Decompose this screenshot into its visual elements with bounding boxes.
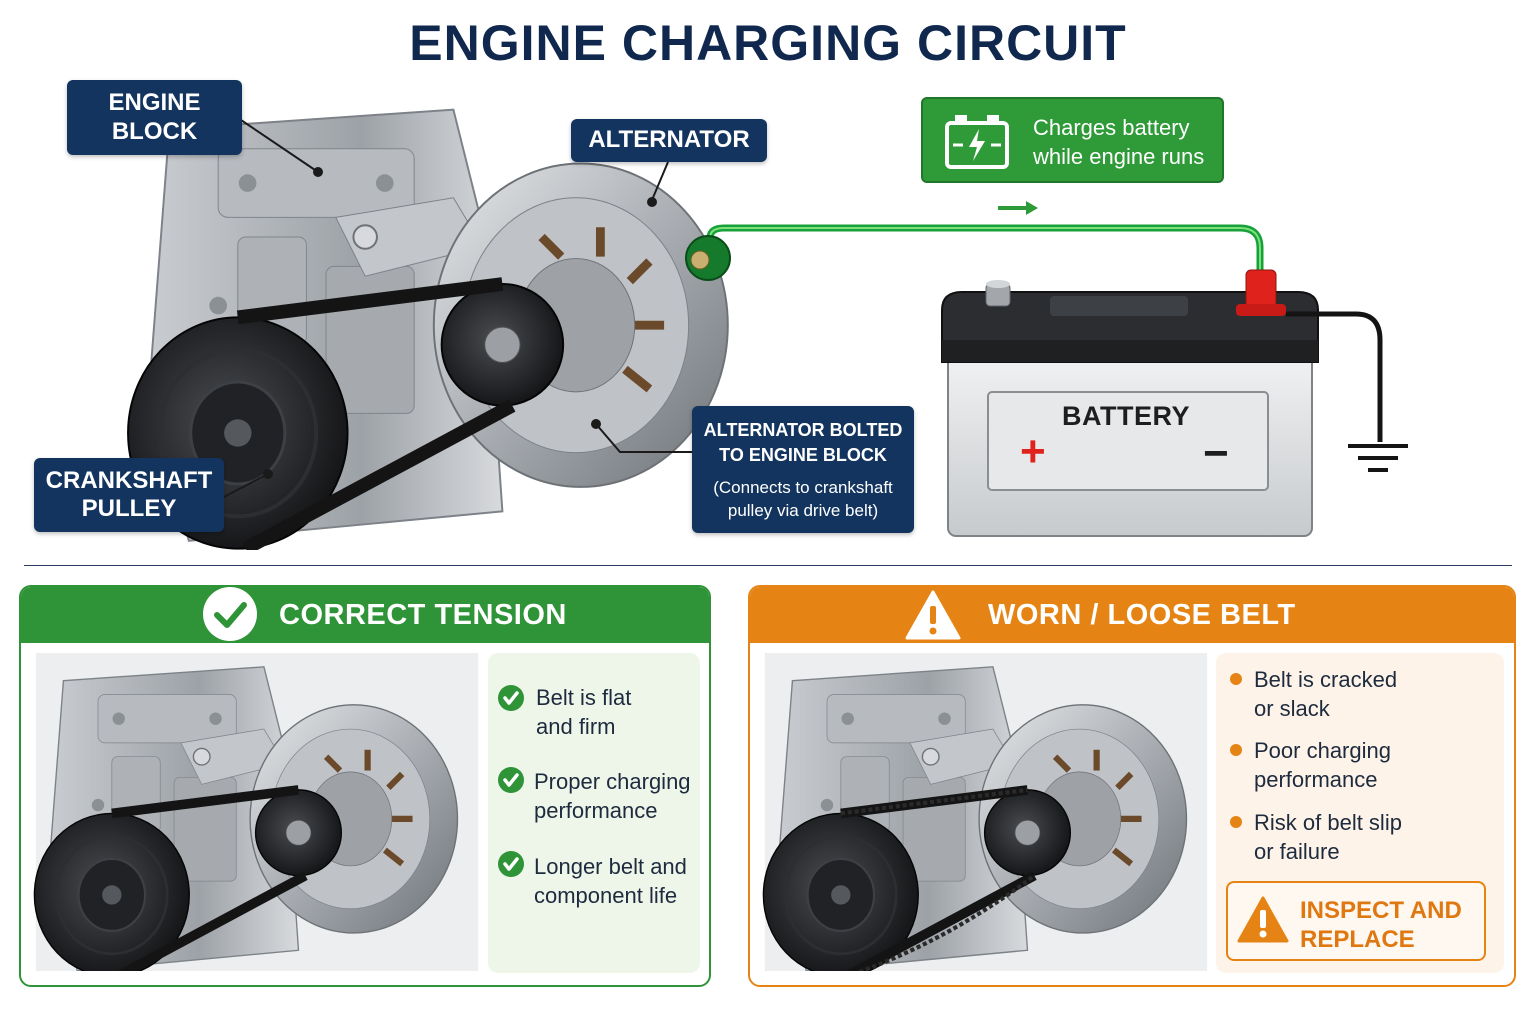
bullet-icon (1230, 744, 1242, 756)
check-circle-icon (203, 587, 257, 641)
bullet-icon (1230, 673, 1242, 685)
correct-tension-title: CORRECT TENSION (279, 599, 567, 631)
battery-label: BATTERY (1062, 401, 1190, 431)
check-icon (498, 685, 524, 711)
alternator-bolted-callout: ALTERNATOR BOLTED TO ENGINE BLOCK (Conne… (692, 406, 914, 533)
battery-charge-icon (945, 115, 1009, 169)
page-title: ENGINE CHARGING CIRCUIT (409, 15, 1127, 71)
bullet-icon (1230, 816, 1242, 828)
section-divider (24, 565, 1512, 566)
check-icon (498, 767, 524, 793)
battery-minus-icon: − (1203, 429, 1229, 478)
check-icon (498, 851, 524, 877)
worn-belt-title: WORN / LOOSE BELT (988, 599, 1296, 631)
worn-belt-photo (762, 653, 1208, 971)
battery-plus-icon: + (1020, 427, 1046, 476)
alternator-callout: ALTERNATOR (571, 119, 767, 162)
correct-tension-header: CORRECT TENSION (21, 587, 709, 643)
flow-arrow-icon (998, 201, 1038, 215)
charging-wire-diagram (685, 201, 1408, 537)
warning-icon (905, 590, 961, 640)
correct-belt-photo (33, 653, 479, 971)
charge-note: Charges battery while engine runs (921, 97, 1224, 183)
ground-icon (1348, 444, 1408, 472)
warning-icon (1237, 896, 1289, 943)
leader-lines (221, 117, 692, 499)
worn-belt-header: WORN / LOOSE BELT (750, 587, 1514, 643)
